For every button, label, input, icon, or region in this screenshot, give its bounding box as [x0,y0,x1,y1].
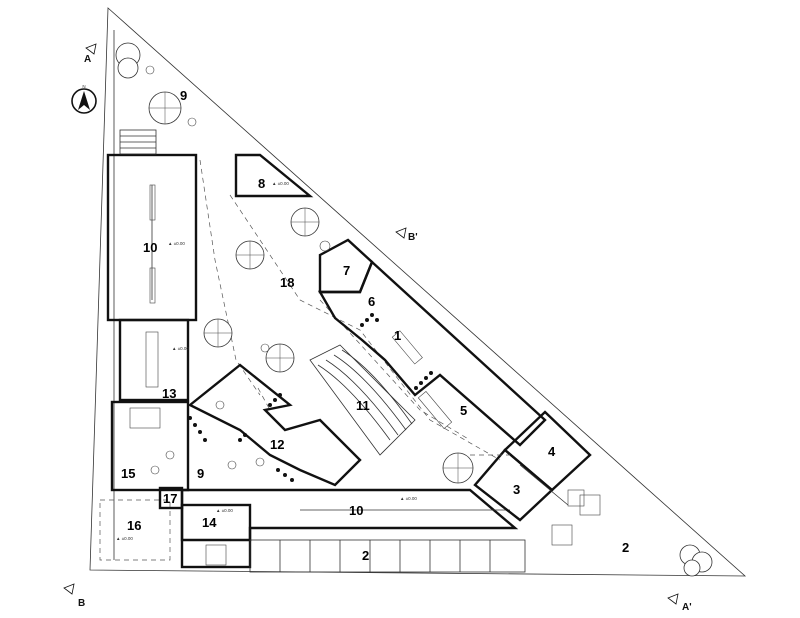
room-8 [234,153,314,198]
north-arrow-label: N [82,84,85,89]
room-14 [180,503,252,569]
section-mark-a-bottom: A' [682,602,692,613]
passage-line [257,387,271,411]
room-label-15: 15 [121,466,135,481]
room-label-9-north: 9 [180,88,187,103]
room-label-2-site: 2 [622,540,629,555]
room-label-13: 13 [162,386,176,401]
room-label-5: 5 [460,403,467,418]
parking-strip [249,539,526,573]
level-tag: ▲ ±0.00 [116,536,133,541]
counter-1 [391,330,423,365]
hall-bar-1 [149,184,156,221]
room-label-14: 14 [202,515,217,530]
landscape-path-2 [229,194,501,461]
amphitheatre-steps [317,349,413,441]
room-label-17: 17 [163,491,177,506]
section-marker-icon [63,43,679,605]
level-tag: ▲ ±0.00 [172,346,189,351]
site-boundary [89,7,747,577]
level-tag: ▲ ±0.00 [216,508,233,513]
trees [115,42,713,577]
section-mark-b-top: B' [408,232,418,243]
parking-bays [279,540,491,572]
section-mark-a-top: A [84,54,91,65]
room-label-16: 16 [127,518,141,533]
room-3-4-partition [519,464,569,506]
room-label-10-north: 10 [143,240,157,255]
stair-south [205,544,227,566]
accessible-parking [551,489,601,546]
room-12 [187,363,362,487]
kitchen-counter [129,407,161,429]
landscape-path-3 [319,299,471,441]
room-label-7: 7 [343,263,350,278]
room-label-11: 11 [356,398,370,413]
room-label-12: 12 [270,437,284,452]
room-label-9-south: 9 [197,466,204,481]
room-3 [473,448,554,522]
room-label-3: 3 [513,482,520,497]
room-16 [99,499,171,561]
room-label-6: 6 [368,294,375,309]
meeting-table [145,331,159,388]
room-label-2-parking: 2 [362,548,369,563]
room-label-1: 1 [394,328,401,343]
room-15 [110,400,190,492]
hall-bar-2 [149,267,156,304]
room-11-courtyard [309,344,416,456]
counter-5 [417,391,453,429]
north-arrow-icon [71,88,97,114]
section-mark-b-bottom: B [78,598,85,609]
room-label-18: 18 [280,275,294,290]
colonnade [188,313,433,482]
room-label-4: 4 [548,444,556,459]
room-6-1-5-block [317,259,547,447]
seating [145,65,331,475]
level-tag: ▲ ±0.00 [400,496,417,501]
room-label-8: 8 [258,176,265,191]
level-tag: ▲ ±0.00 [272,181,289,186]
room-label-10-south: 10 [349,503,363,518]
level-tag: ▲ ±0.00 [168,241,185,246]
room-13 [118,318,190,402]
